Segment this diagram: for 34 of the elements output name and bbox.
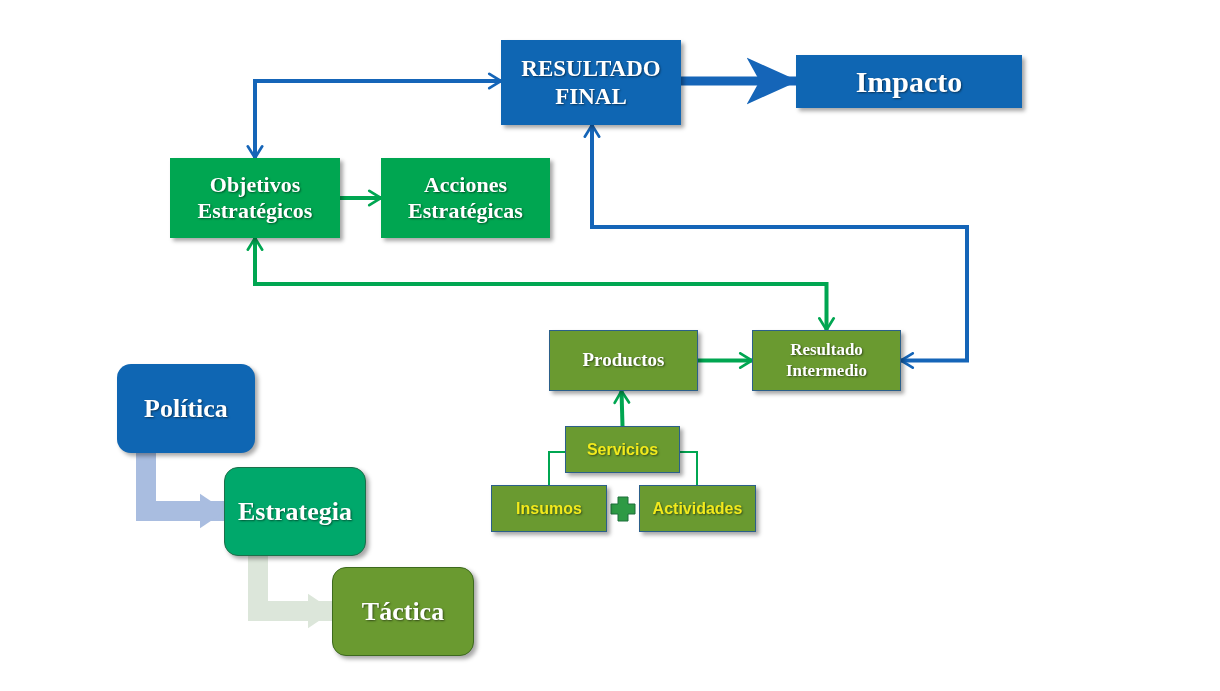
process-box: [639, 485, 756, 532]
node-label: RESULTADO FINAL: [520, 54, 662, 111]
process-box: [381, 158, 550, 238]
rounded-box: [224, 467, 366, 556]
rounded-box: [332, 567, 474, 656]
arrow: [246, 236, 836, 332]
arrow: [246, 72, 503, 160]
elbow-arrow: [136, 453, 226, 529]
process-box: [565, 426, 680, 473]
arrow: [698, 351, 754, 370]
node-label: Estrategia: [237, 495, 353, 528]
node-label: Actividades: [652, 498, 743, 519]
connector-line: [679, 451, 698, 486]
node-label: Productos: [582, 349, 665, 372]
node-label: Servicios: [586, 439, 659, 460]
node-label: Insumos: [516, 498, 582, 519]
node-label: Impacto: [855, 63, 963, 100]
arrow: [340, 189, 383, 207]
node-label: Acciones Estratégicas: [407, 171, 524, 225]
node-label: Objetivos Estratégicos: [196, 171, 314, 225]
process-box: [796, 55, 1022, 108]
process-box: [752, 330, 901, 391]
arrow: [613, 389, 631, 427]
process-box: [501, 40, 681, 125]
process-box: [491, 485, 607, 532]
elbow-arrow: [248, 556, 334, 629]
connector-line: [548, 451, 566, 486]
node-label: Política: [144, 392, 228, 425]
node-label: Táctica: [361, 595, 445, 628]
rounded-box: [117, 364, 255, 453]
process-box: [549, 330, 698, 391]
arrow: [583, 123, 969, 370]
node-label: Resultado Intermedio: [784, 340, 869, 381]
process-box: [170, 158, 340, 238]
